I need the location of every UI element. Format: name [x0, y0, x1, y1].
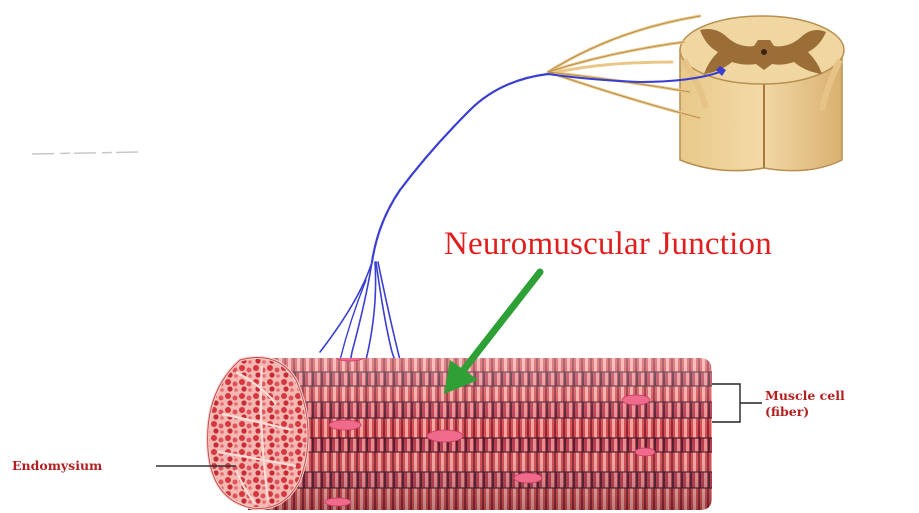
endomysium-label: Endomysium — [12, 458, 102, 474]
neuromuscular-junction-label: Neuromuscular Junction — [444, 226, 772, 263]
muscle-cell-label-line2: (fiber) — [765, 404, 845, 420]
spinal-cord-icon — [548, 16, 844, 171]
stray-mark — [32, 152, 140, 154]
muscle-cell-label-line1: Muscle cell — [765, 388, 845, 404]
muscle-cell-bracket — [712, 384, 762, 422]
muscle-cell-label: Muscle cell (fiber) — [765, 388, 845, 420]
